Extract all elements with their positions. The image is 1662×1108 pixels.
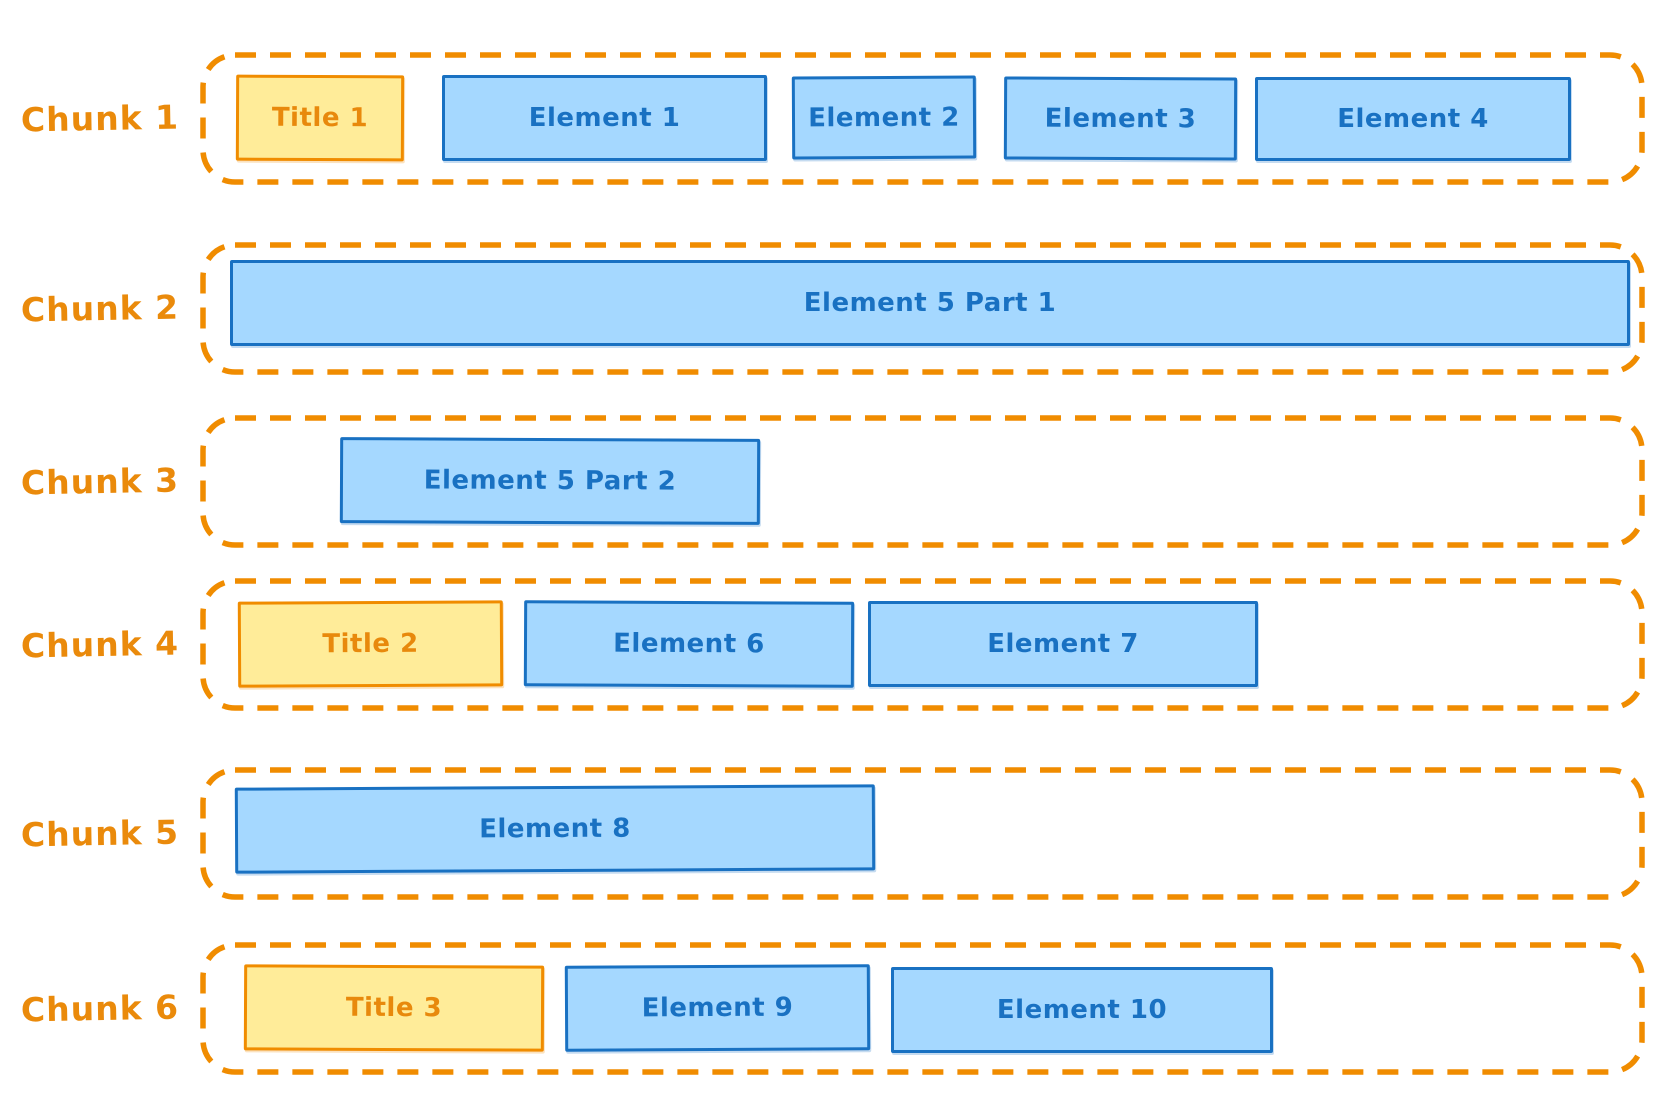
dashed-border: [200, 242, 1645, 375]
dashed-border: [200, 52, 1645, 185]
chunk-4: Chunk 4 Title 2 Element 6 Element 7: [0, 578, 1662, 711]
box-element-4: Element 4: [1255, 77, 1571, 161]
chunk-3-container: Element 5 Part 2: [200, 415, 1645, 548]
box-element-5-part-2: Element 5 Part 2: [339, 437, 761, 525]
box-title-1: Title 1: [235, 74, 405, 162]
box-element-2: Element 2: [791, 75, 977, 160]
box-element-8: Element 8: [234, 784, 876, 874]
dashed-border: [200, 942, 1645, 1075]
box-element-6: Element 6: [523, 600, 855, 688]
chunk-4-container: Title 2 Element 6 Element 7: [200, 578, 1645, 711]
chunk-4-label: Chunk 4: [20, 623, 180, 666]
box-title-3: Title 3: [243, 964, 545, 1052]
chunk-1: Chunk 1 Title 1 Element 1 Element 2 Elem…: [0, 52, 1662, 185]
box-element-1: Element 1: [442, 75, 767, 161]
chunk-5-label: Chunk 5: [20, 812, 180, 855]
chunk-2-container: Element 5 Part 1: [200, 242, 1645, 375]
dashed-border: [200, 578, 1645, 711]
dashed-border: [200, 767, 1645, 900]
box-element-3: Element 3: [1003, 76, 1238, 161]
chunk-3-label: Chunk 3: [20, 460, 180, 503]
chunk-3: Chunk 3 Element 5 Part 2: [0, 415, 1662, 548]
box-title-2: Title 2: [237, 600, 504, 688]
chunk-1-container: Title 1 Element 1 Element 2 Element 3 El…: [200, 52, 1645, 185]
chunk-6-container: Title 3 Element 9 Element 10: [200, 942, 1645, 1075]
box-element-7: Element 7: [868, 601, 1258, 687]
chunk-5: Chunk 5 Element 8: [0, 767, 1662, 900]
dashed-border: [200, 415, 1645, 548]
box-element-9: Element 9: [564, 964, 871, 1052]
chunk-6: Chunk 6 Title 3 Element 9 Element 10: [0, 942, 1662, 1075]
box-element-10: Element 10: [891, 967, 1273, 1053]
chunk-5-container: Element 8: [200, 767, 1645, 900]
chunk-6-label: Chunk 6: [20, 987, 180, 1030]
chunk-2-label: Chunk 2: [20, 287, 180, 330]
chunk-1-label: Chunk 1: [20, 97, 180, 140]
box-element-5-part-1: Element 5 Part 1: [230, 260, 1630, 346]
chunk-2: Chunk 2 Element 5 Part 1: [0, 242, 1662, 375]
